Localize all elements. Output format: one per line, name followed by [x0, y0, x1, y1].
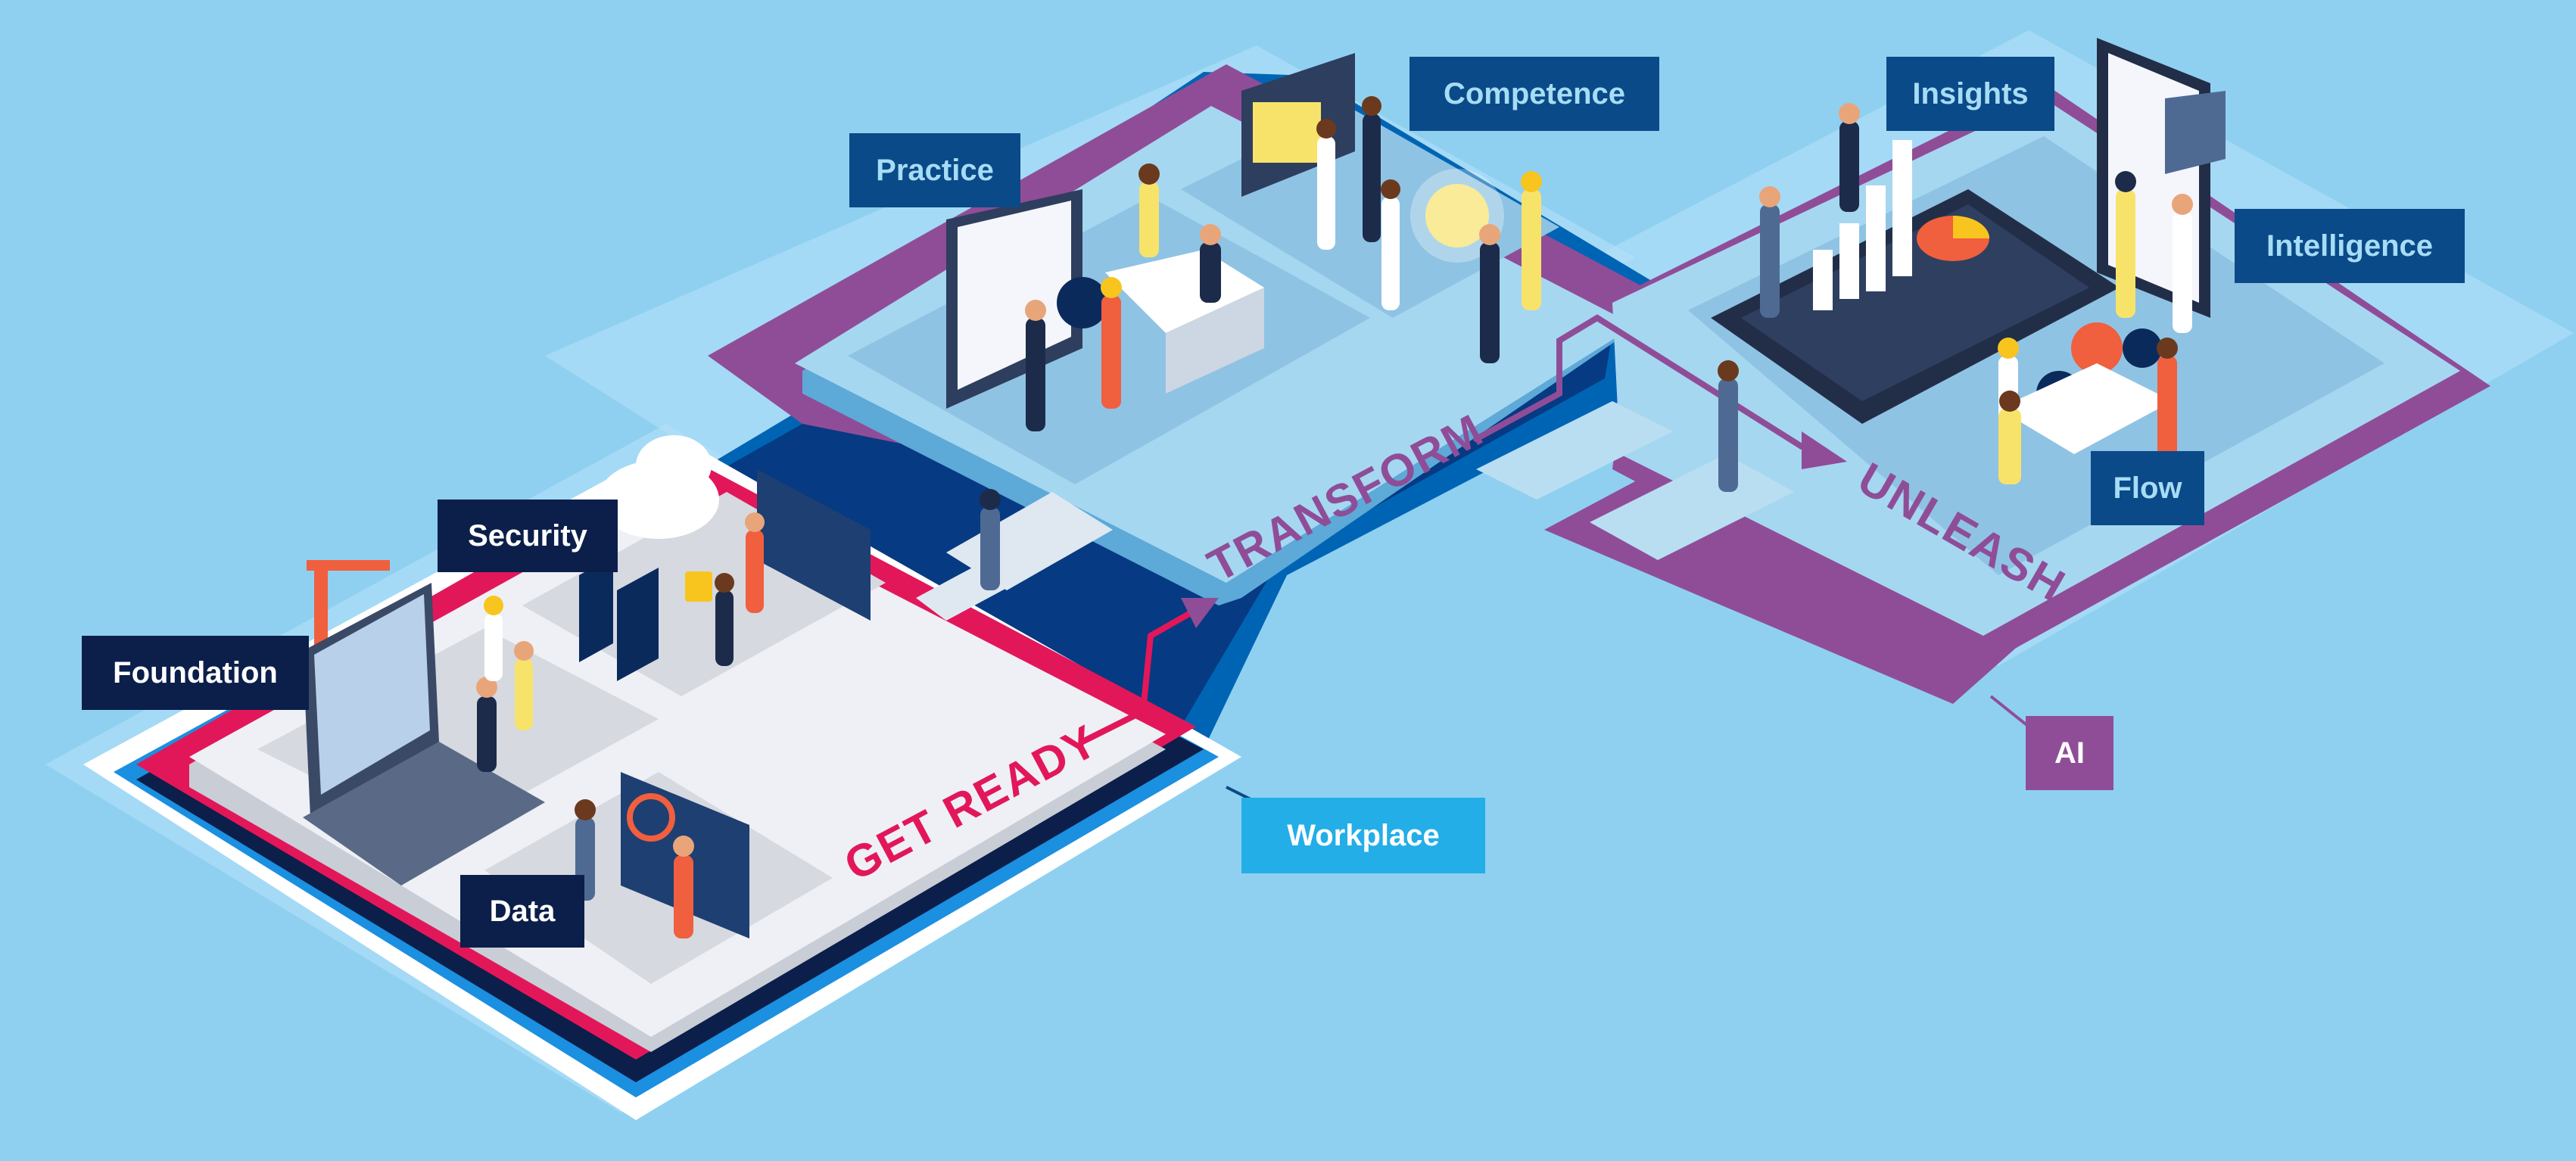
person-head — [1316, 119, 1336, 139]
person-head — [980, 489, 1001, 510]
server-rack-1 — [579, 556, 613, 662]
practice-desk-side — [1166, 288, 1264, 394]
route-transform — [1473, 314, 1805, 450]
person — [1026, 318, 1045, 431]
person-head — [2172, 194, 2193, 215]
person — [1381, 197, 1400, 310]
security-board — [757, 469, 871, 621]
person-head — [1200, 224, 1221, 245]
route-arrow-2 — [1802, 431, 1847, 469]
person — [1101, 295, 1121, 409]
route-get-ready — [1079, 602, 1207, 745]
label-data: Data — [460, 875, 584, 948]
label-intelligence: Intelligence — [2235, 209, 2465, 283]
person-head — [1839, 103, 1860, 124]
pie-chart-slice — [1953, 216, 1989, 238]
lightbulb-icon — [1425, 184, 1489, 247]
person-head — [1101, 277, 1122, 298]
label-ai: AI — [2026, 716, 2113, 790]
person-head — [476, 677, 497, 698]
laptop-base — [303, 742, 545, 886]
person — [1200, 242, 1221, 303]
walkway-step-4 — [1590, 454, 1794, 560]
gear-icon-navy-2 — [2123, 328, 2162, 368]
gear-icon — [1057, 277, 1108, 328]
magnifier-icon — [627, 793, 675, 842]
bar-chart-bar-2 — [1839, 223, 1859, 299]
person — [484, 613, 503, 681]
ai-leader — [1989, 695, 2030, 728]
person — [2116, 189, 2135, 318]
person — [1839, 121, 1859, 212]
person-head — [1025, 300, 1046, 321]
person — [2173, 212, 2192, 333]
crane-arm — [307, 560, 390, 571]
laptop-screen — [314, 594, 430, 795]
label-foundation: Foundation — [82, 636, 309, 710]
person — [674, 855, 693, 938]
person — [1139, 182, 1159, 257]
person — [715, 590, 734, 666]
person-head — [2157, 338, 2178, 359]
person — [515, 658, 533, 730]
person-head — [673, 836, 694, 857]
person — [1317, 136, 1335, 250]
people-group — [476, 96, 2193, 938]
route-arrow-1 — [1181, 598, 1219, 628]
label-flow: Flow — [2091, 451, 2204, 525]
person — [1522, 189, 1541, 310]
person-head — [1718, 360, 1739, 381]
person — [2157, 356, 2177, 469]
person-head — [514, 641, 534, 661]
label-insights: Insights — [1886, 57, 2054, 131]
gear-icon-red — [2071, 322, 2123, 374]
label-competence: Competence — [1409, 57, 1659, 131]
label-workplace: Workplace — [1241, 798, 1485, 873]
practice-desk — [1105, 250, 1264, 333]
insights-tablet-screen — [1741, 204, 2089, 401]
person-head — [745, 512, 765, 532]
person — [1760, 204, 1780, 318]
person — [746, 530, 764, 613]
bar-chart-bar-4 — [1892, 140, 1912, 276]
person — [1363, 114, 1381, 242]
bar-chart-bar-1 — [1813, 250, 1833, 310]
person-head — [575, 799, 596, 820]
server-rack-2 — [617, 568, 659, 681]
person — [980, 507, 1000, 590]
walkway-step-3 — [1476, 401, 1673, 500]
person — [1998, 409, 2021, 484]
person-head — [1998, 338, 2019, 359]
person — [1480, 242, 1500, 363]
person-head — [1759, 186, 1780, 207]
person-head — [1362, 96, 1381, 116]
cloud-icon-top — [636, 435, 712, 496]
person-head — [1999, 391, 2020, 412]
person-head — [484, 596, 503, 615]
person-head — [1479, 224, 1500, 245]
person — [1718, 378, 1738, 492]
label-practice: Practice — [849, 133, 1020, 207]
lock-icon — [685, 571, 712, 602]
video-screen — [1253, 102, 1321, 163]
person — [477, 696, 497, 772]
flow-desk — [1998, 363, 2173, 454]
bar-chart-bar-3 — [1866, 185, 1886, 291]
person-head — [1381, 179, 1400, 199]
chat-bubble-icon — [2165, 91, 2226, 174]
person-head — [715, 573, 734, 593]
person-head — [1521, 171, 1542, 192]
person-head — [2115, 171, 2136, 192]
person-head — [1138, 163, 1160, 185]
label-security: Security — [438, 500, 618, 572]
